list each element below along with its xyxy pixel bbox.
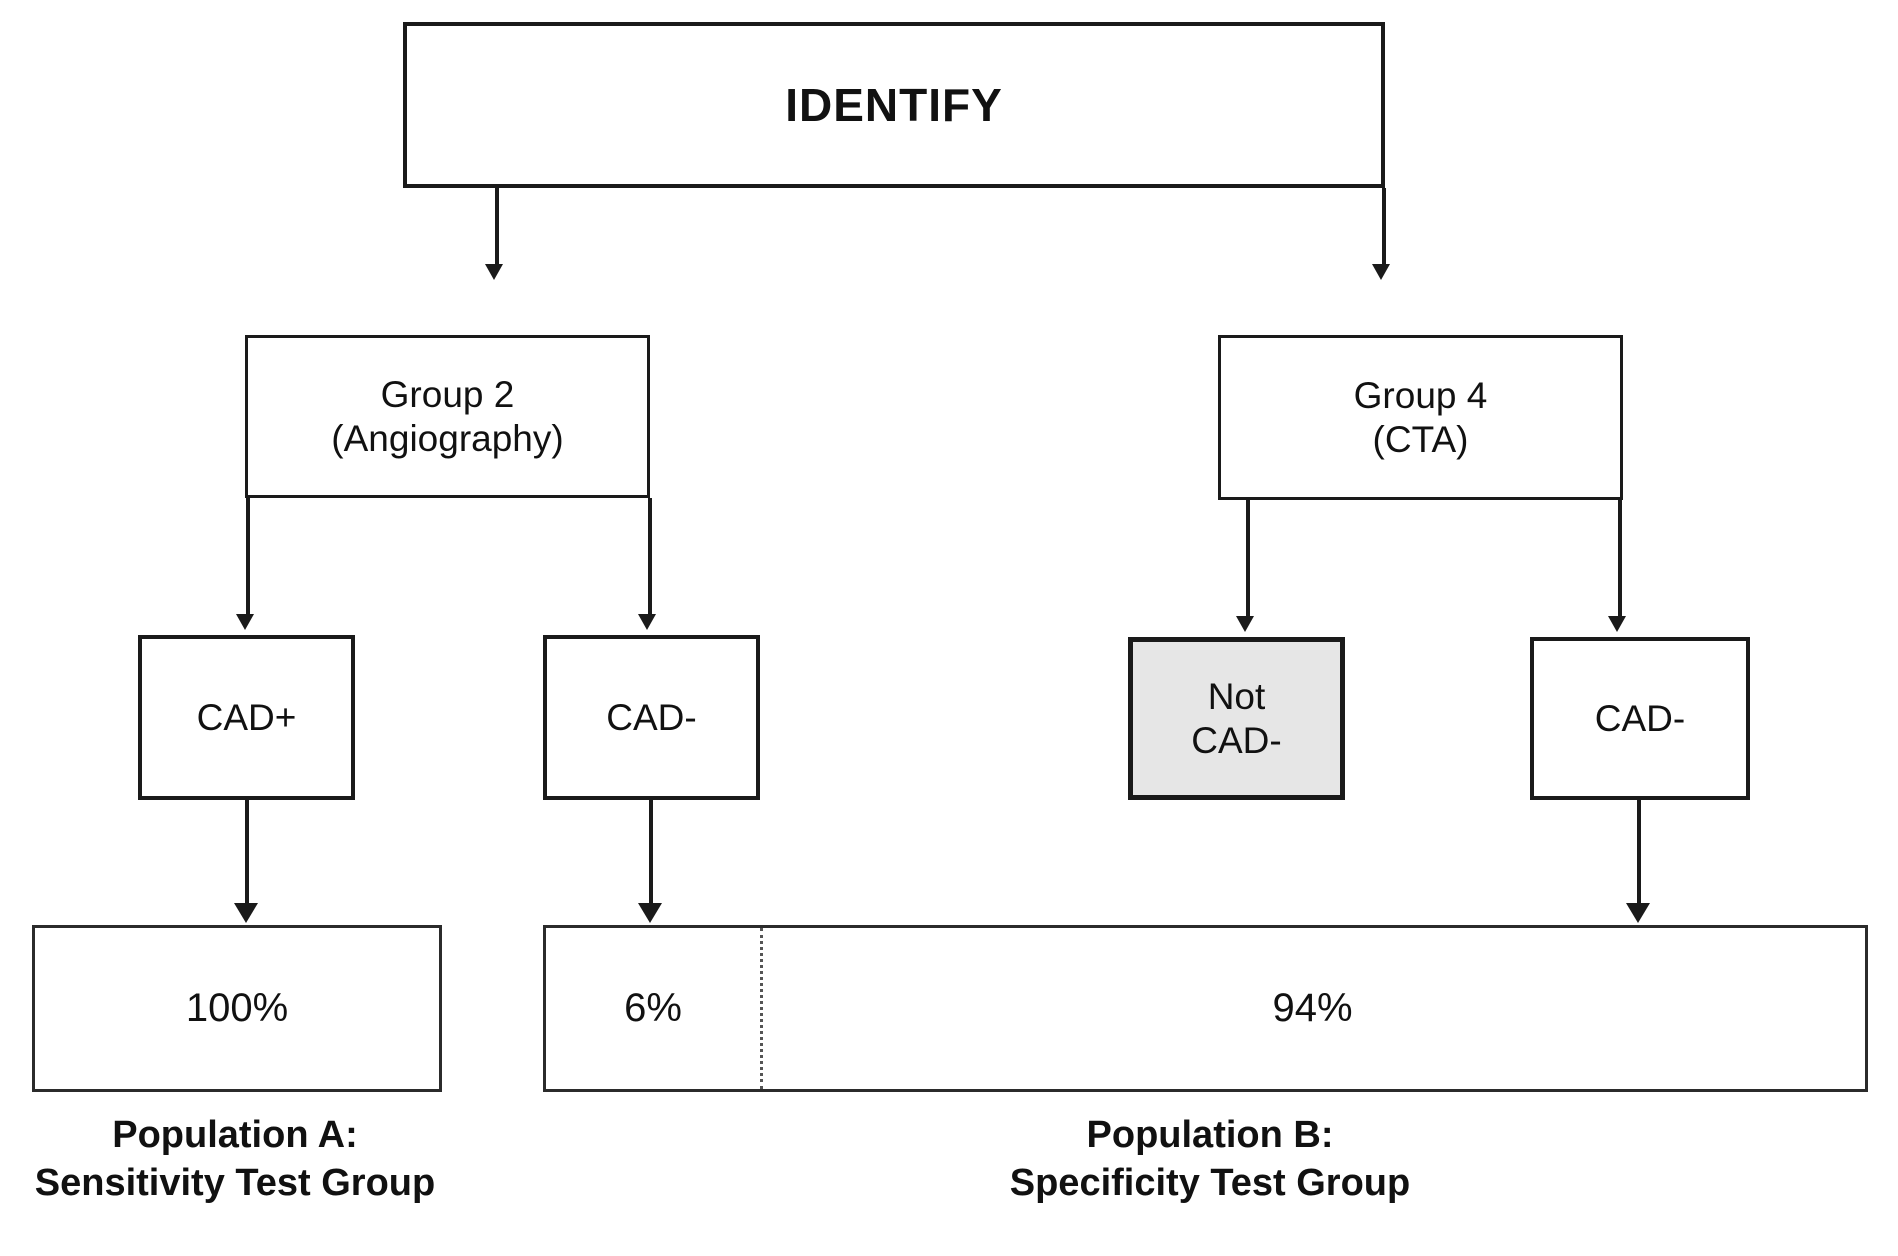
arrowhead-cad-minus-a-to-bar-b [638, 903, 662, 923]
arrowhead-identify-to-group4 [1372, 264, 1390, 280]
bar-segment-6: 6% [546, 928, 760, 1089]
bar-segment-100: 100% [35, 928, 439, 1089]
arrowhead-group4-to-not-cad-minus [1236, 616, 1254, 632]
node-group2: Group 2 (Angiography) [245, 335, 650, 498]
connector-group2-to-cad-minus-a [648, 498, 652, 616]
caption-population-b: Population B: Specificity Test Group [930, 1112, 1490, 1207]
connector-cad-minus-b-to-bar-b [1637, 800, 1641, 906]
node-group4-line2: (CTA) [1372, 418, 1469, 460]
bar-segment-6-label: 6% [624, 986, 682, 1030]
arrowhead-cad-minus-b-to-bar-b [1626, 903, 1650, 923]
node-not-cad-minus-line1: Not [1207, 675, 1266, 717]
node-identify: IDENTIFY [403, 22, 1385, 188]
arrowhead-identify-to-group2 [485, 264, 503, 280]
connector-group2-to-cad-plus [246, 498, 250, 616]
connector-identify-to-group2 [495, 188, 499, 266]
caption-population-b-line2: Specificity Test Group [1009, 1161, 1411, 1204]
node-cad-minus-b: CAD- [1530, 637, 1750, 800]
node-cad-minus-b-label: CAD- [1594, 697, 1686, 739]
node-group2-line1: Group 2 [380, 373, 515, 415]
bar-segment-94: 94% [760, 928, 1865, 1089]
caption-population-a-line1: Population A: [112, 1114, 358, 1156]
arrowhead-cad-plus-to-bar-a [234, 903, 258, 923]
connector-group4-to-cad-minus-b [1618, 500, 1622, 618]
arrowhead-group4-to-cad-minus-b [1608, 616, 1626, 632]
node-cad-plus-label: CAD+ [196, 696, 297, 738]
bar-segment-divider [760, 928, 763, 1089]
connector-group4-to-not-cad-minus [1246, 500, 1250, 618]
bar-segment-94-label: 94% [1272, 986, 1353, 1030]
bar-segment-100-label: 100% [185, 986, 289, 1030]
arrowhead-group2-to-cad-minus-a [638, 614, 656, 630]
node-not-cad-minus: Not CAD- [1128, 637, 1345, 800]
node-cad-minus-a: CAD- [543, 635, 760, 800]
connector-cad-minus-a-to-bar-b [649, 800, 653, 906]
node-group2-line2: (Angiography) [331, 417, 564, 459]
caption-population-a: Population A: Sensitivity Test Group [0, 1112, 470, 1207]
node-not-cad-minus-line2: CAD- [1191, 719, 1282, 761]
bar-population-a: 100% [32, 925, 442, 1092]
node-cad-plus: CAD+ [138, 635, 355, 800]
caption-population-a-line2: Sensitivity Test Group [34, 1161, 436, 1204]
node-cad-minus-a-label: CAD- [606, 696, 697, 738]
bar-population-b: 6% 94% [543, 925, 1868, 1092]
node-identify-label: IDENTIFY [785, 78, 1003, 131]
node-group4-line1: Group 4 [1353, 374, 1488, 416]
caption-population-b-line1: Population B: [1086, 1114, 1334, 1156]
connector-identify-to-group4 [1382, 188, 1386, 266]
node-group4: Group 4 (CTA) [1218, 335, 1623, 500]
connector-cad-plus-to-bar-a [245, 800, 249, 906]
arrowhead-group2-to-cad-plus [236, 614, 254, 630]
